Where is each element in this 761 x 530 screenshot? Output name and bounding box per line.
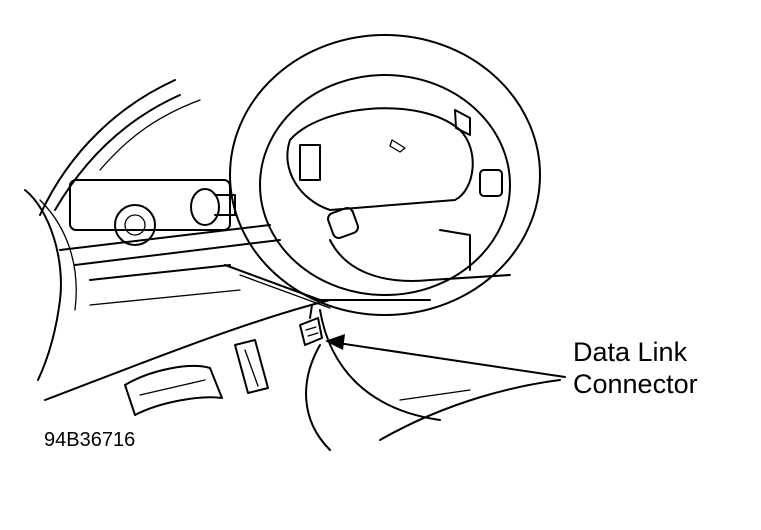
- accelerator-pedal: [234, 339, 269, 394]
- steering-wheel: [229, 34, 541, 316]
- windshield-pillar: [39, 79, 201, 216]
- callout-line-1: Data Link: [573, 337, 688, 367]
- lower-trim: [305, 309, 561, 451]
- callout-line-2: Connector: [573, 369, 698, 399]
- dashboard-lines: [44, 224, 331, 401]
- data-link-connector: [299, 304, 323, 346]
- door-panel: [24, 189, 77, 381]
- switch-cluster: [69, 179, 236, 246]
- steering-column: [224, 229, 511, 309]
- brake-pedal: [124, 365, 223, 416]
- callout-arrow: [325, 334, 566, 378]
- callout-label: Data Link Connector: [573, 336, 698, 400]
- airbag-hub: [286, 107, 503, 239]
- figure-id: 94B36716: [44, 429, 136, 451]
